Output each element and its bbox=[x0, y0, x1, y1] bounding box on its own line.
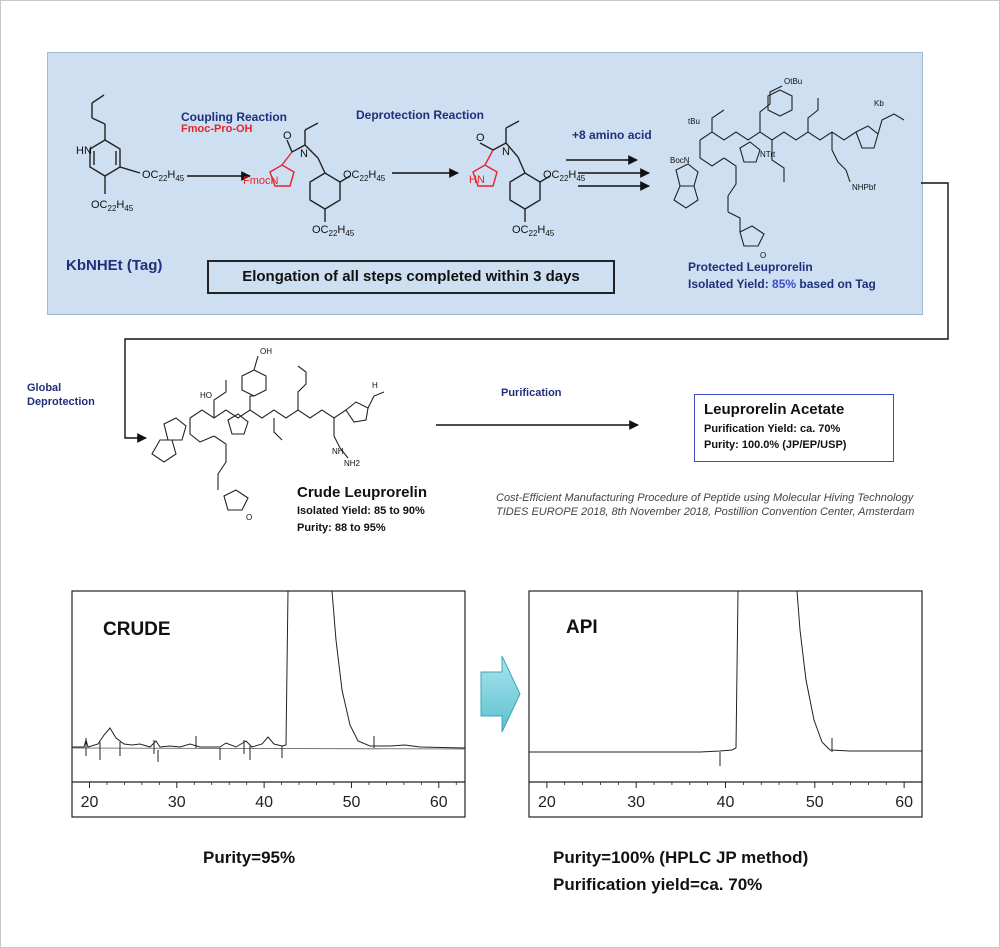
deprotection-title: Deprotection Reaction bbox=[356, 108, 485, 122]
chem-labels: HN OC22H45 OC22H45 FmocN O N OC22H45 OC2… bbox=[76, 130, 586, 238]
next-step-arrow bbox=[480, 655, 521, 733]
otbu-label: OtBu bbox=[784, 77, 802, 86]
crude-tick-label: 30 bbox=[168, 794, 186, 811]
api-tick-label: 60 bbox=[895, 794, 913, 811]
protected-yield: Isolated Yield: 85% based on Tag bbox=[688, 277, 876, 291]
api-tick-label: 40 bbox=[717, 794, 735, 811]
protected-o-label: O bbox=[760, 251, 766, 260]
deprotected-oc22h45-label-2: OC22H45 bbox=[512, 224, 555, 238]
crude-nh2-label: NH2 bbox=[344, 459, 361, 468]
deprotected-n-label: N bbox=[502, 146, 510, 158]
coupled-oc22h45-label-1: OC22H45 bbox=[343, 169, 386, 183]
global-deprotection-connector bbox=[124, 182, 949, 443]
acetate-purity: Purity: 100.0% (JP/EP/USP) bbox=[704, 439, 847, 451]
tbu-label: tBu bbox=[688, 117, 700, 126]
api-tick-label: 20 bbox=[538, 794, 556, 811]
crude-tick-label: 20 bbox=[81, 794, 99, 811]
global-deprotection-line1: Global bbox=[27, 382, 62, 394]
citation-line2: TIDES EUROPE 2018, 8th November 2018, Po… bbox=[496, 506, 915, 518]
tag-oc22h45-label-2: OC22H45 bbox=[91, 199, 134, 213]
kb-label: Kb bbox=[874, 99, 884, 108]
acetate-yield: Purification Yield: ca. 70% bbox=[704, 423, 841, 435]
tag-name: KbNHEt (Tag) bbox=[66, 257, 163, 274]
coupled-n-label: N bbox=[300, 148, 308, 160]
api-tick-group: 20 30 40 50 60 bbox=[538, 782, 923, 811]
crude-h-label: H bbox=[372, 381, 378, 390]
crude-peptide-labels: OH HO H NH2 NH O bbox=[200, 347, 378, 522]
api-tick-label: 30 bbox=[627, 794, 645, 811]
api-integration-marks bbox=[719, 738, 833, 766]
api-plot-frame bbox=[528, 590, 923, 818]
trt-label: NTrt bbox=[760, 150, 776, 159]
boc-label: BocN bbox=[670, 156, 690, 165]
api-tick-label: 50 bbox=[806, 794, 824, 811]
tag-molecule bbox=[89, 94, 141, 194]
protected-yield-suffix: based on Tag bbox=[799, 277, 876, 291]
coupling-title: Coupling Reaction bbox=[181, 110, 287, 124]
coupling-reagent: Fmoc-Pro-OH bbox=[181, 123, 253, 135]
protected-peptide bbox=[673, 85, 905, 247]
deprotected-oc22h45-label-1: OC22H45 bbox=[543, 169, 586, 183]
crude-baseline bbox=[71, 747, 466, 750]
crude-tick-label: 60 bbox=[430, 794, 448, 811]
citation-line1: Cost-Efficient Manufacturing Procedure o… bbox=[496, 492, 914, 504]
protected-title: Protected Leuprorelin bbox=[688, 260, 813, 274]
hn-red-label: HN bbox=[469, 174, 485, 186]
api-caption-line2: Purification yield=ca. 70% bbox=[553, 875, 763, 894]
nhpbf-label: NHPbf bbox=[852, 183, 876, 192]
coupled-molecule bbox=[269, 122, 351, 222]
api-caption-line1: Purity=100% (HPLC JP method) bbox=[553, 848, 809, 867]
protected-yield-value: 85% bbox=[772, 277, 797, 291]
tag-hn-label: HN bbox=[76, 145, 92, 157]
crude-integration-marks bbox=[85, 736, 375, 762]
fmoc-label: FmocN bbox=[243, 175, 279, 187]
api-trace bbox=[529, 590, 922, 753]
acetate-box: Leuprorelin Acetate Purification Yield: … bbox=[694, 394, 894, 462]
coupled-o-label: O bbox=[283, 130, 292, 142]
crude-nh-label: NH bbox=[332, 447, 344, 456]
crude-tick-label: 40 bbox=[255, 794, 273, 811]
crude-oh-label: OH bbox=[260, 347, 272, 356]
crude-tick-group: 20 30 40 50 60 bbox=[81, 782, 457, 811]
api-plot-title: API bbox=[566, 617, 598, 638]
citation: Cost-Efficient Manufacturing Procedure o… bbox=[496, 491, 914, 519]
crude-tick-label: 50 bbox=[343, 794, 361, 811]
global-deprotection-label: Global Deprotection bbox=[27, 381, 95, 409]
crude-plot-title: CRUDE bbox=[103, 619, 171, 640]
elongation-note: Elongation of all steps completed within… bbox=[207, 260, 615, 294]
crude-title: Crude Leuprorelin bbox=[297, 484, 428, 501]
crude-yield: Isolated Yield: 85 to 90% bbox=[297, 505, 425, 517]
purification-label: Purification bbox=[501, 387, 562, 399]
crude-purity: Purity: 88 to 95% bbox=[297, 522, 386, 534]
amino-acid-step: +8 amino acid bbox=[572, 128, 652, 142]
crude-plot-frame bbox=[71, 590, 466, 818]
crude-peptide bbox=[151, 355, 385, 511]
deprotected-molecule bbox=[472, 120, 551, 222]
crude-ho-label: HO bbox=[200, 391, 212, 400]
tag-oc22h45-label-1: OC22H45 bbox=[142, 169, 185, 183]
coupled-oc22h45-label-2: OC22H45 bbox=[312, 224, 355, 238]
acetate-title: Leuprorelin Acetate bbox=[704, 401, 845, 418]
crude-trace bbox=[72, 590, 466, 749]
protected-yield-prefix: Isolated Yield: bbox=[688, 277, 769, 291]
protected-peptide-labels: BocN tBu OtBu NTrt Kb NHPbf O bbox=[670, 77, 884, 260]
crude-caption: Purity=95% bbox=[203, 848, 296, 867]
crude-o-label: O bbox=[246, 513, 252, 522]
deprotected-o-label: O bbox=[476, 132, 485, 144]
global-deprotection-line2: Deprotection bbox=[27, 396, 95, 408]
